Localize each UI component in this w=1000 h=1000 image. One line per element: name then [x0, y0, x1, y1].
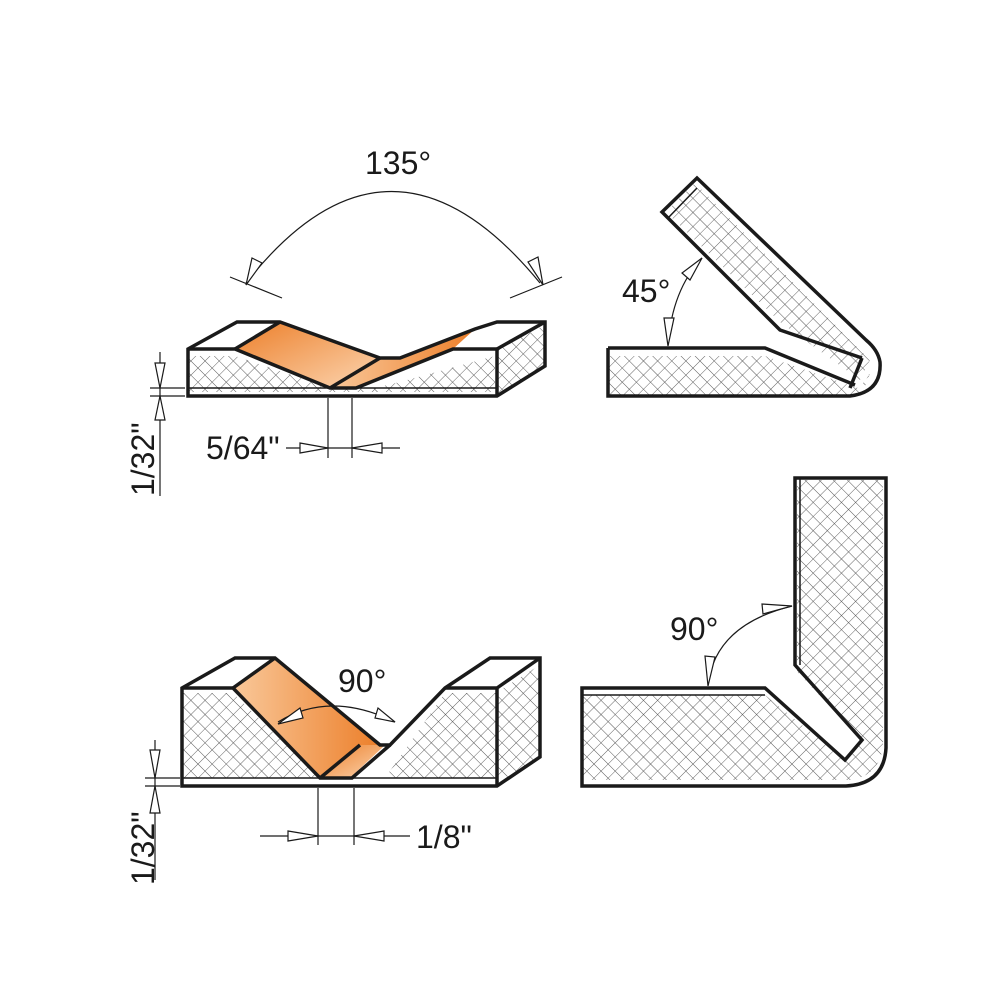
width-label: 1/8" — [416, 819, 472, 855]
panel-90-fold: 90° — [580, 476, 888, 788]
angle-label: 90° — [670, 611, 718, 647]
width-label: 5/64" — [206, 430, 280, 466]
angle-label: 90° — [338, 663, 386, 699]
arrow-icon — [527, 256, 544, 286]
panel-90-groove: 90° 1/32" 1/8" — [125, 656, 542, 885]
angle-label: 45° — [622, 273, 670, 309]
panel-45-fold: 45° — [606, 175, 882, 398]
angle-arc — [245, 191, 541, 284]
thickness-label: 1/32" — [125, 422, 161, 496]
arrow-icon — [245, 257, 263, 286]
thickness-label: 1/32" — [125, 811, 161, 885]
panel-135-groove: 135° 1/32" 5/64" — [125, 145, 563, 496]
angle-label: 135° — [365, 145, 431, 181]
